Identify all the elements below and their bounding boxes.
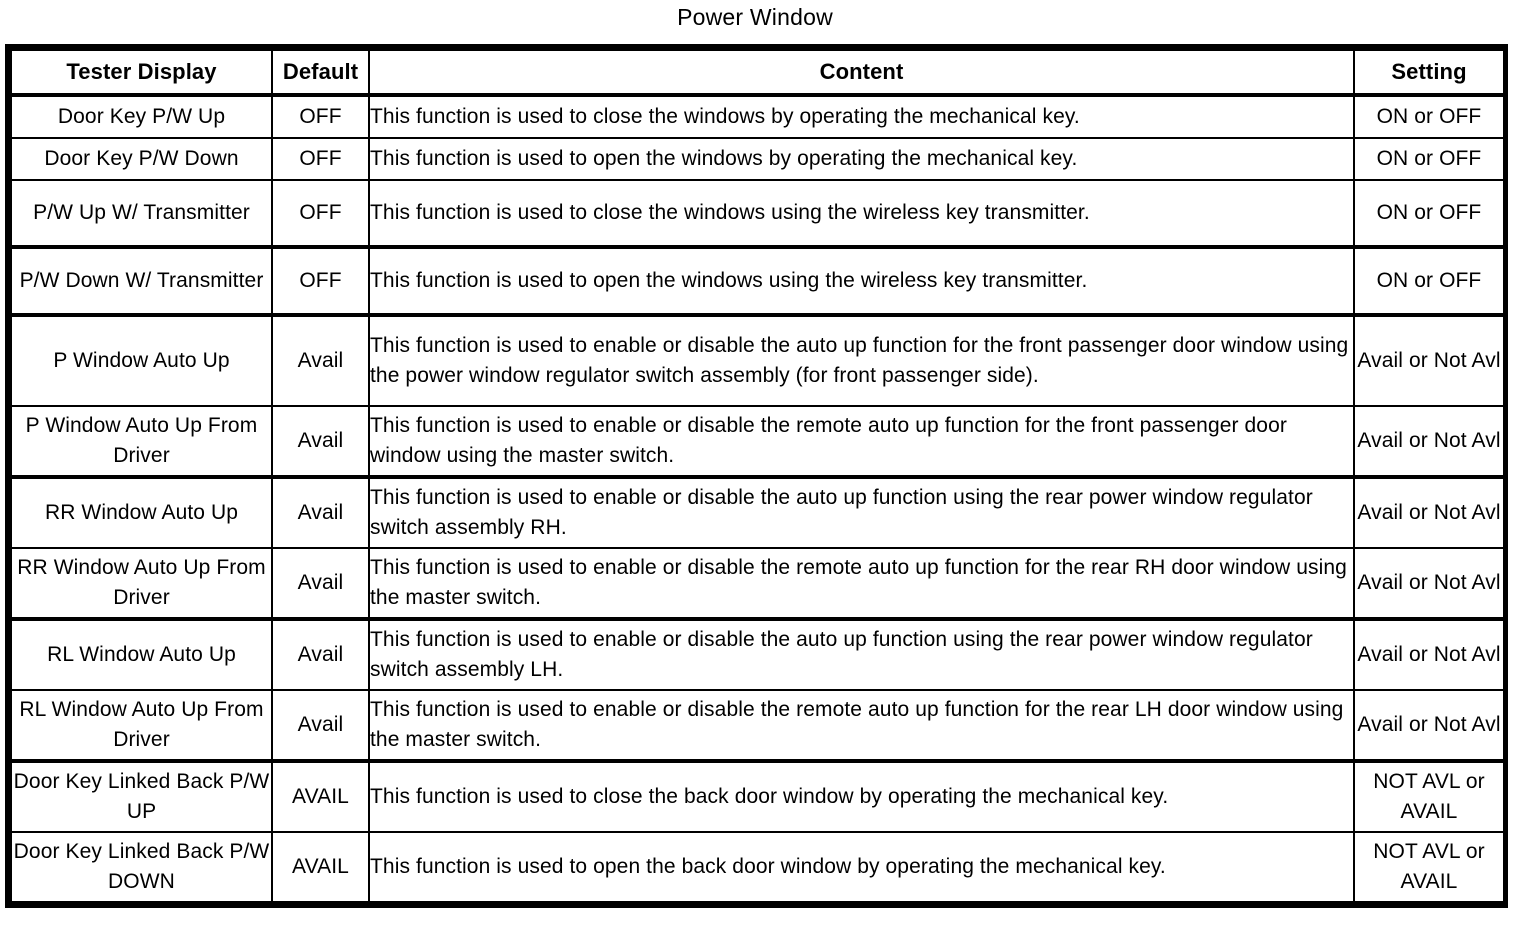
cell-tester-display: Door Key Linked Back P/W UP [10, 759, 273, 833]
cell-tester-display: RR Window Auto Up From Driver [10, 547, 273, 620]
cell-setting: Avail or Not Avl [1353, 617, 1505, 691]
cell-content: This function is used to open the back d… [368, 831, 1355, 903]
cell-content: This function is used to enable or disab… [368, 475, 1355, 549]
cell-content: This function is used to close the back … [368, 759, 1355, 833]
cell-setting: Avail or Not Avl [1353, 313, 1505, 407]
cell-default: AVAIL [271, 831, 370, 903]
cell-tester-display: RR Window Auto Up [10, 475, 273, 549]
cell-tester-display: Door Key Linked Back P/W DOWN [10, 831, 273, 903]
cell-content: This function is used to enable or disab… [368, 313, 1355, 407]
cell-content: This function is used to enable or disab… [368, 617, 1355, 691]
cell-setting: ON or OFF [1353, 179, 1505, 248]
cell-tester-display: P/W Down W/ Transmitter [10, 245, 273, 316]
column-header-tester-display: Tester Display [10, 49, 273, 97]
column-header-content: Content [368, 49, 1355, 97]
cell-default: OFF [271, 94, 370, 139]
table-header: Tester Display Default Content Setting [10, 49, 1505, 97]
cell-tester-display: P/W Up W/ Transmitter [10, 179, 273, 248]
header-row: Tester Display Default Content Setting [10, 49, 1505, 97]
cell-default: Avail [271, 547, 370, 620]
cell-content: This function is used to close the windo… [368, 179, 1355, 248]
cell-setting: Avail or Not Avl [1353, 405, 1505, 478]
cell-setting: Avail or Not Avl [1353, 689, 1505, 762]
column-header-default: Default [271, 49, 370, 97]
cell-tester-display: Door Key P/W Up [10, 94, 273, 139]
cell-default: Avail [271, 689, 370, 762]
cell-content: This function is used to open the window… [368, 245, 1355, 316]
cell-content: This function is used to enable or disab… [368, 547, 1355, 620]
cell-setting: Avail or Not Avl [1353, 475, 1505, 549]
cell-setting: ON or OFF [1353, 245, 1505, 316]
cell-setting: NOT AVL or AVAIL [1353, 831, 1505, 903]
cell-default: Avail [271, 617, 370, 691]
cell-default: OFF [271, 245, 370, 316]
spec-table-container: Tester Display Default Content Setting D… [5, 44, 1508, 908]
cell-default: AVAIL [271, 759, 370, 833]
page-title: Power Window [677, 4, 833, 30]
power-window-spec-table: Tester Display Default Content Setting D… [10, 49, 1505, 903]
cell-default: OFF [271, 137, 370, 181]
cell-tester-display: P Window Auto Up From Driver [10, 405, 273, 478]
cell-content: This function is used to close the windo… [368, 94, 1355, 139]
cell-default: Avail [271, 405, 370, 478]
cell-setting: ON or OFF [1353, 94, 1505, 139]
cell-default: Avail [271, 475, 370, 549]
cell-default: Avail [271, 313, 370, 407]
cell-content: This function is used to enable or disab… [368, 405, 1355, 478]
cell-setting: ON or OFF [1353, 137, 1505, 181]
cell-setting: NOT AVL or AVAIL [1353, 759, 1505, 833]
cell-default: OFF [271, 179, 370, 248]
cell-setting: Avail or Not Avl [1353, 547, 1505, 620]
cell-tester-display: P Window Auto Up [10, 313, 273, 407]
cell-tester-display: Door Key P/W Down [10, 137, 273, 181]
cell-tester-display: RL Window Auto Up [10, 617, 273, 691]
cell-content: This function is used to enable or disab… [368, 689, 1355, 762]
cell-content: This function is used to open the window… [368, 137, 1355, 181]
column-header-setting: Setting [1353, 49, 1505, 97]
cell-tester-display: RL Window Auto Up From Driver [10, 689, 273, 762]
